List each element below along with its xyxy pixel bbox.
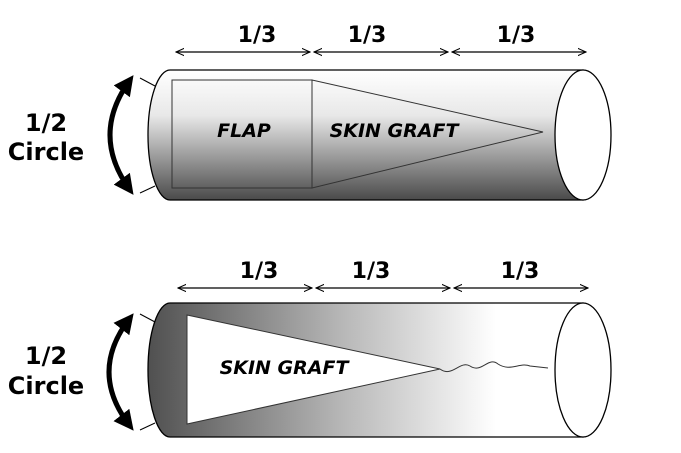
top-half-circle-arrow [107, 75, 134, 195]
bottom-side-label-line2: Circle [8, 372, 84, 400]
bottom-wound-line [439, 361, 549, 372]
bottom-skin-graft-region [186, 314, 441, 425]
top-skin-graft-region [311, 79, 544, 189]
top-flap-label: FLAP [217, 120, 271, 142]
bottom-diagram: 1/3 1/3 1/3 SKIN GRAFT 1/2 Circle [8, 259, 612, 438]
top-half-circle-tick-lower [139, 185, 156, 194]
bottom-side-label-line1: 1/2 [25, 342, 67, 370]
top-cylinder-end [554, 69, 612, 201]
top-measure-label-3: 1/3 [497, 23, 536, 48]
bottom-measure-label-3: 1/3 [501, 259, 540, 284]
bottom-cylinder-end [554, 302, 612, 438]
top-skin-graft-label: SKIN GRAFT [330, 120, 461, 142]
bottom-half-circle-tick-upper [139, 313, 156, 323]
bottom-measure-label-2: 1/3 [352, 259, 391, 284]
top-cylinder-body [147, 69, 584, 201]
top-measure-label-1: 1/3 [238, 23, 277, 48]
top-side-label-line2: Circle [8, 138, 84, 166]
bottom-half-circle-tick-lower [139, 422, 156, 431]
top-measure-label-2: 1/3 [348, 23, 387, 48]
bottom-half-circle-arrow [106, 313, 134, 431]
bottom-skin-graft-label: SKIN GRAFT [220, 357, 351, 379]
bottom-measure-label-1: 1/3 [240, 259, 279, 284]
top-diagram: 1/3 1/3 1/3 FLAP SKIN GRAFT 1/2 Circle [8, 23, 612, 201]
top-side-label-line1: 1/2 [25, 109, 67, 137]
top-half-circle-tick-upper [139, 77, 156, 87]
